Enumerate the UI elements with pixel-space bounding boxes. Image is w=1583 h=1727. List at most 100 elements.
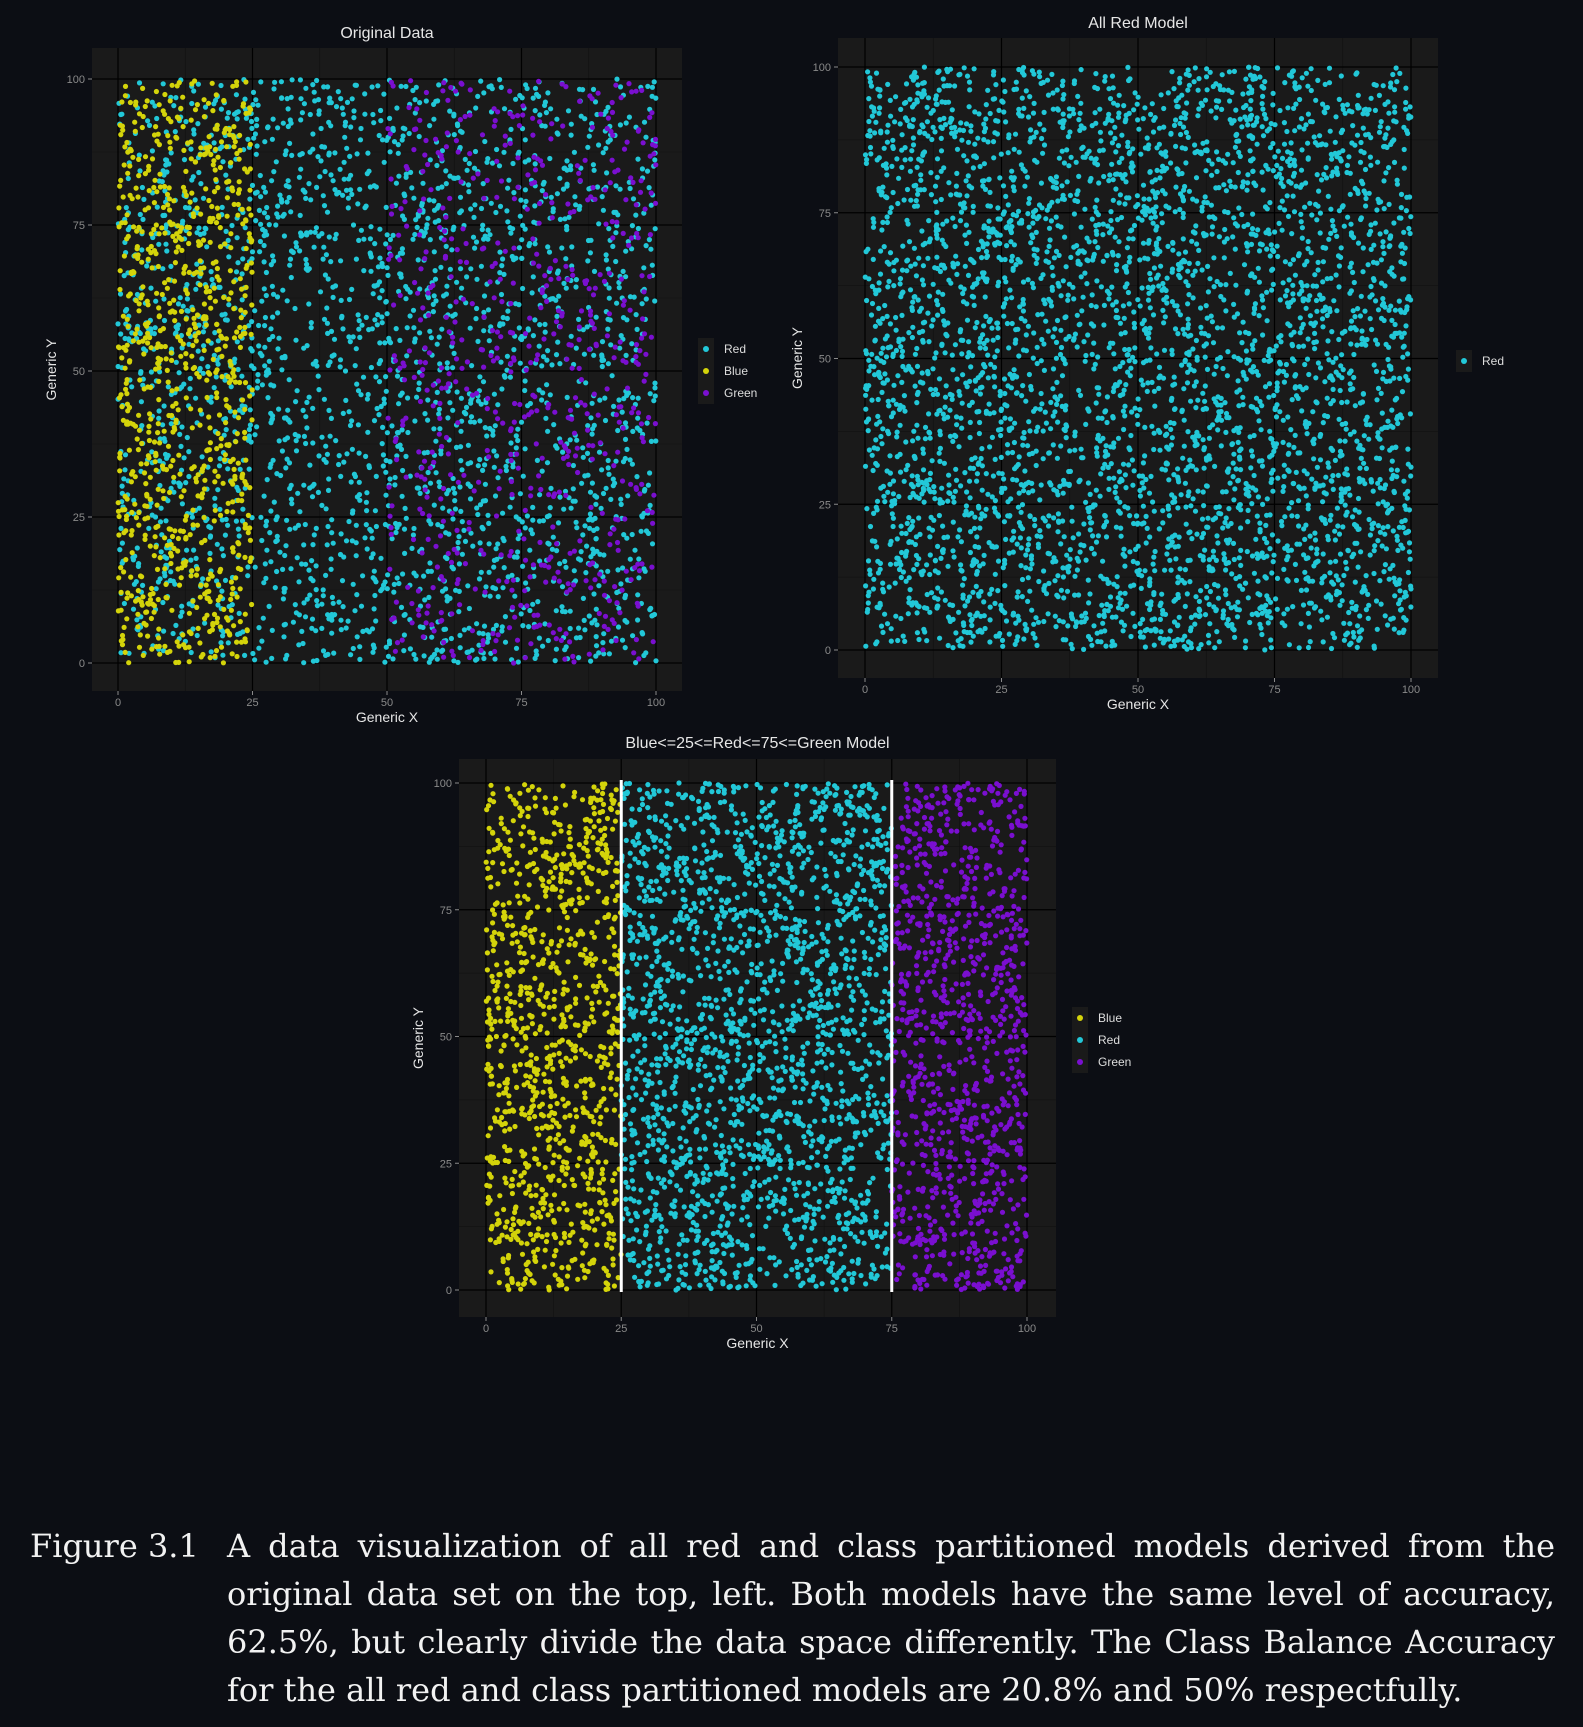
data-point (347, 422, 354, 429)
data-point (161, 628, 167, 634)
data-point (475, 93, 481, 99)
data-point (422, 597, 428, 603)
data-point (403, 474, 409, 480)
data-point (508, 126, 514, 132)
data-point (442, 253, 449, 259)
data-point (1054, 87, 1060, 93)
data-point (600, 207, 607, 213)
data-point (522, 378, 528, 384)
data-point (168, 350, 174, 356)
data-point (444, 598, 450, 604)
data-point (214, 615, 221, 621)
data-point (552, 491, 558, 497)
data-point (1380, 239, 1386, 245)
data-point (434, 564, 440, 570)
data-point (189, 568, 195, 574)
data-point (616, 419, 622, 425)
data-point (153, 366, 159, 372)
data-point (906, 515, 912, 521)
data-point (327, 95, 333, 101)
data-point (594, 494, 600, 500)
data-point (356, 318, 362, 324)
data-point (165, 384, 171, 390)
data-point (199, 540, 205, 546)
data-point (464, 386, 470, 392)
data-point (586, 346, 593, 352)
data-point (883, 354, 890, 360)
data-point (301, 101, 307, 107)
data-point (1147, 305, 1153, 311)
data-point (213, 648, 220, 654)
data-point (961, 576, 967, 582)
data-point (183, 513, 189, 519)
data-point (515, 184, 521, 190)
data-point (491, 464, 497, 470)
data-point (411, 570, 417, 576)
data-point (1342, 438, 1348, 444)
data-point (518, 602, 524, 609)
data-point (629, 246, 635, 252)
data-point (609, 373, 615, 379)
data-point (373, 618, 379, 624)
data-point (348, 479, 354, 485)
data-point (1052, 578, 1058, 584)
data-point (622, 592, 629, 599)
data-point (489, 327, 495, 334)
data-point (590, 550, 597, 557)
data-point (630, 428, 636, 434)
data-point (145, 515, 151, 521)
data-point (625, 239, 631, 245)
data-point (487, 593, 493, 599)
data-point (603, 485, 609, 491)
data-point (369, 626, 376, 632)
data-point (204, 612, 210, 618)
data-point (651, 151, 657, 157)
data-point (248, 212, 254, 218)
data-point (280, 566, 286, 573)
data-point (289, 77, 295, 83)
data-point (449, 236, 455, 242)
data-point (557, 626, 563, 632)
data-point (194, 102, 200, 108)
data-point (135, 588, 141, 594)
data-point (650, 639, 656, 645)
data-point (1156, 236, 1162, 242)
data-point (598, 505, 604, 511)
data-point (383, 457, 389, 464)
data-point (613, 458, 619, 464)
data-point (550, 209, 556, 215)
data-point (1299, 147, 1305, 153)
data-point (387, 566, 393, 572)
data-point (1093, 304, 1099, 310)
data-point (376, 360, 382, 367)
data-point (440, 518, 446, 524)
data-point (511, 419, 517, 425)
data-point (1392, 321, 1398, 328)
data-point (205, 595, 211, 601)
data-point (235, 631, 241, 638)
data-point (216, 277, 222, 283)
data-point (186, 224, 192, 231)
data-point (161, 317, 168, 324)
data-point (306, 567, 312, 573)
data-point (274, 514, 280, 520)
data-point (143, 481, 149, 487)
data-point (1249, 553, 1256, 559)
data-point (544, 382, 550, 388)
data-point (122, 220, 128, 226)
data-point (325, 487, 332, 493)
data-point (627, 294, 634, 300)
data-point (1125, 289, 1131, 296)
data-point (1162, 314, 1168, 320)
data-point (443, 530, 449, 536)
data-point (273, 159, 279, 165)
data-point (166, 526, 172, 532)
data-point (213, 259, 219, 265)
data-point (459, 365, 465, 371)
data-point (203, 582, 209, 588)
data-point (450, 365, 456, 371)
data-point (397, 257, 403, 263)
data-point (1187, 457, 1193, 463)
data-point (452, 490, 458, 496)
data-point (225, 522, 231, 528)
